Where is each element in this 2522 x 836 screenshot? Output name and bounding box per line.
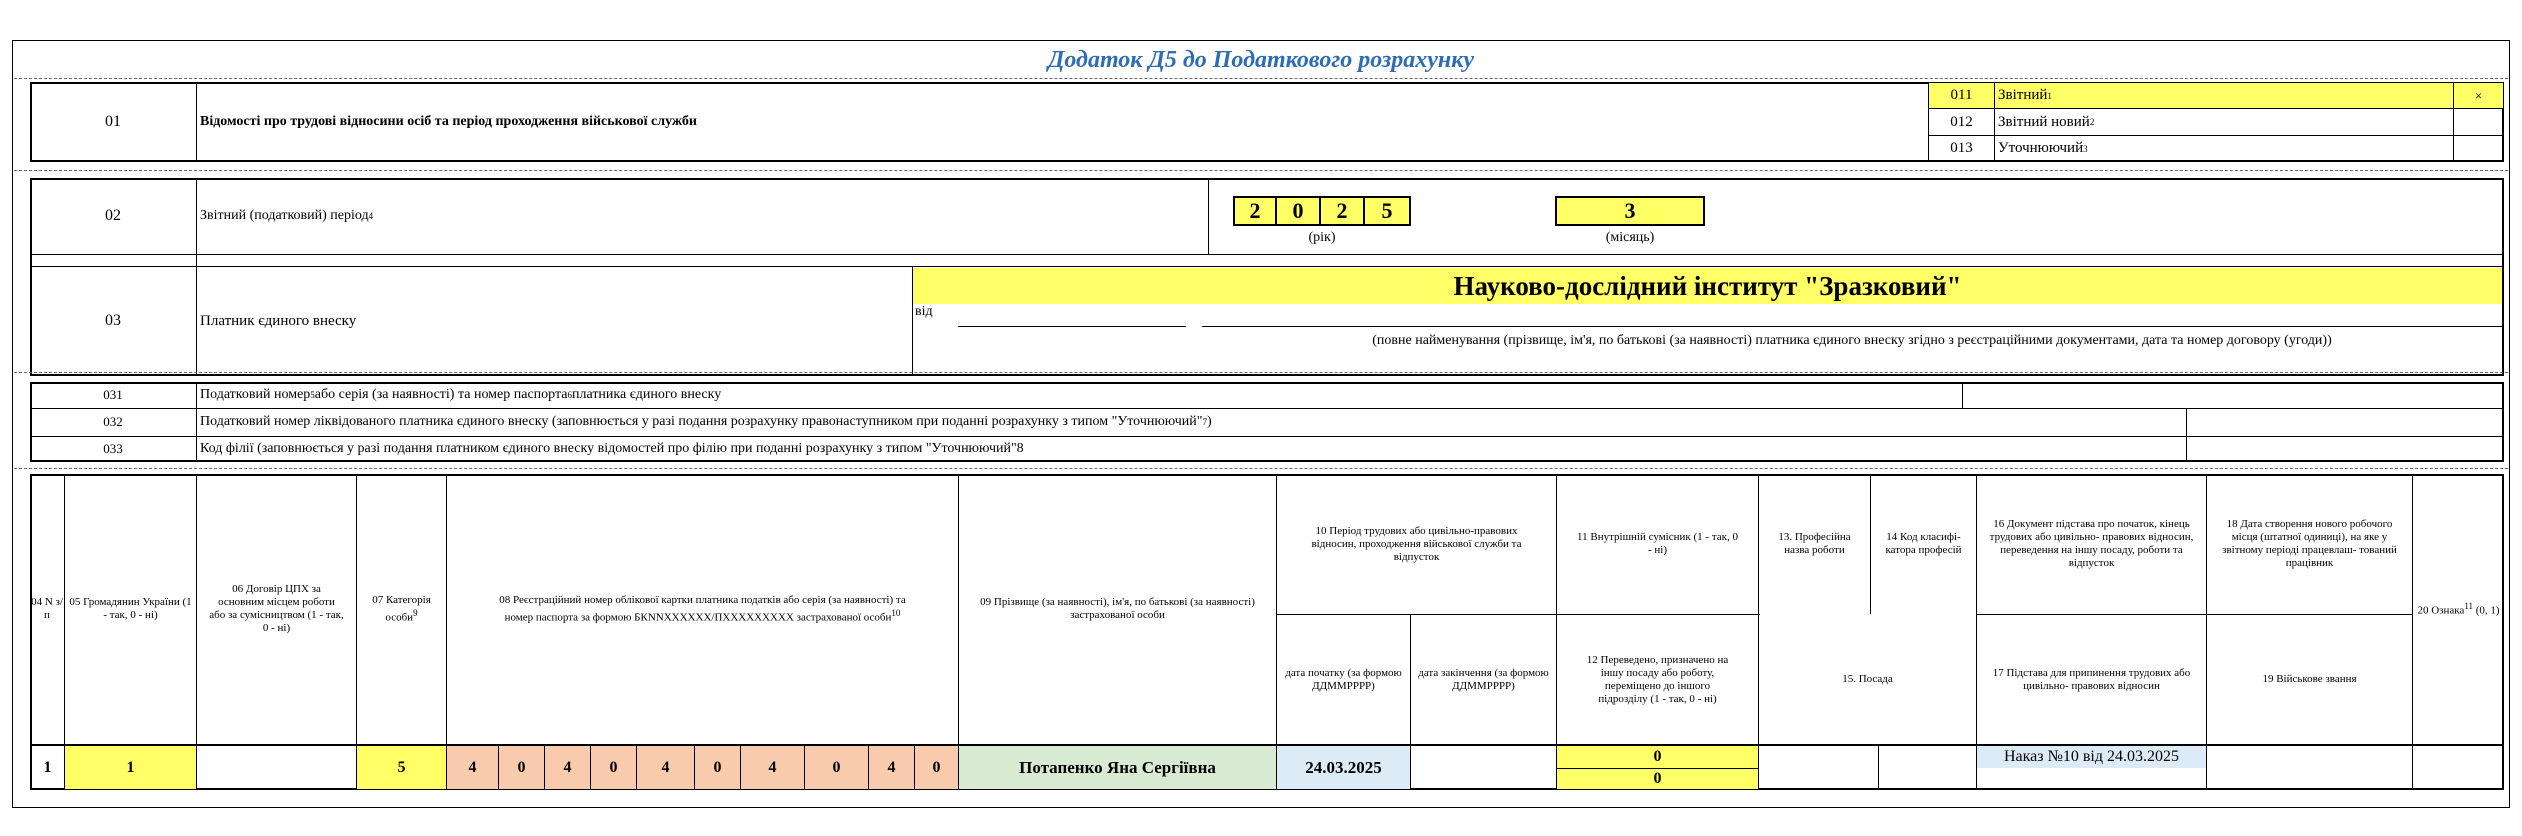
- col-20-header: 20 Ознака11 (0, 1): [2417, 601, 2500, 617]
- gph-cell[interactable]: [197, 746, 356, 789]
- sign-cell[interactable]: [2413, 746, 2503, 789]
- s033-code: 033: [103, 441, 123, 456]
- tax-digit[interactable]: 0: [915, 746, 958, 789]
- transferred-cell[interactable]: 0: [1557, 769, 1758, 789]
- tax-digit[interactable]: 0: [695, 746, 740, 789]
- col-10a-header: дата початку (за формою ДДММРРРР): [1285, 666, 1402, 692]
- col-04-header: 04 N з/п: [31, 596, 63, 621]
- new-workplace-cell[interactable]: [2207, 746, 2412, 789]
- year-field[interactable]: 2 0 2 5: [1233, 196, 1411, 226]
- tax-digit[interactable]: 0: [805, 746, 868, 789]
- col-08-header: 08 Реєстраційний номер облікової картки …: [499, 593, 906, 624]
- col-18-header: 18 Дата створення нового робочого місця …: [2222, 518, 2397, 569]
- s033-label: Код філії (заповнюється у разі подання п…: [200, 441, 1024, 456]
- tax-digit[interactable]: 4: [869, 746, 914, 789]
- type-011-mark[interactable]: ×: [2454, 83, 2503, 108]
- col-05-header: 05 Громадянин України (1 - так, 0 - ні): [69, 596, 192, 621]
- year-caption: (рік): [1308, 230, 1336, 245]
- s031-code: 031: [103, 387, 123, 402]
- classifier-cell[interactable]: [1879, 746, 1976, 789]
- s01-code: 01: [105, 113, 121, 130]
- col-07-header: 07 Категорія особи9: [372, 593, 431, 624]
- payer-from-label: від: [915, 304, 933, 319]
- col-17-header: 17 Підстава для припинення трудових або …: [1992, 666, 2191, 692]
- tax-digit[interactable]: 4: [447, 746, 498, 789]
- date-end-cell[interactable]: [1411, 746, 1556, 789]
- category-cell[interactable]: 5: [357, 746, 446, 789]
- section-031-033: [30, 382, 2504, 462]
- s02-code: 02: [105, 207, 121, 224]
- title-divider: [14, 78, 2508, 79]
- year-digit: 2: [1233, 196, 1277, 226]
- section-02-03: [30, 178, 2504, 376]
- date-start-cell[interactable]: 24.03.2025: [1277, 746, 1410, 789]
- col-09-header: 09 Прізвище (за наявності), ім'я, по бат…: [980, 596, 1255, 621]
- s03-label: Платник єдиного внеску: [200, 312, 357, 329]
- profession-cell[interactable]: [1759, 746, 1878, 789]
- year-digit: 0: [1277, 196, 1321, 226]
- col-15-header: 15. Посада: [1842, 673, 1893, 685]
- col-06-header: 06 Договір ЦПХ за основним місцем роботи…: [209, 583, 344, 634]
- document-cell[interactable]: Наказ №10 від 24.03.2025: [1977, 746, 2206, 768]
- type-011-code: 011: [1929, 83, 1994, 108]
- s01-label: Відомості про трудові відносини осіб та …: [200, 114, 697, 129]
- month-caption: (місяць): [1605, 230, 1655, 245]
- col-16-header: 16 Документ підстава про початок, кінець…: [1989, 518, 2194, 569]
- main-table: [30, 474, 2504, 790]
- tax-digit[interactable]: 4: [545, 746, 590, 789]
- col-14-header: 14 Код класифі-катора професій: [1885, 531, 1962, 556]
- col-10-header: 10 Період трудових або цивільно-правових…: [1311, 524, 1522, 563]
- tax-digit[interactable]: 0: [499, 746, 544, 789]
- col-12-header: 12 Переведено, призначено на іншу посаду…: [1586, 653, 1729, 705]
- tax-digit[interactable]: 4: [637, 746, 694, 789]
- tax-digit[interactable]: 0: [591, 746, 636, 789]
- col-11-header: 11 Внутрішній сумісник (1 - так, 0 - ні): [1577, 531, 1738, 556]
- payer-caption: (повне найменування (прізвище, ім'я, по …: [1372, 333, 2332, 348]
- month-field[interactable]: 3: [1555, 196, 1705, 226]
- full-name-cell[interactable]: Потапенко Яна Сергіївна: [959, 746, 1276, 789]
- year-digit: 5: [1365, 196, 1411, 226]
- type-013-code: 013: [1950, 140, 1973, 156]
- year-digit: 2: [1321, 196, 1365, 226]
- s032-code: 032: [103, 414, 123, 429]
- row-number: 1: [43, 758, 52, 776]
- form-title: Додаток Д5 до Податкового розрахунку: [1047, 46, 1475, 73]
- citizen-cell[interactable]: 1: [65, 746, 196, 789]
- type-012-code: 012: [1950, 113, 1973, 130]
- type-012-mark[interactable]: [2454, 109, 2503, 135]
- type-013-mark[interactable]: [2454, 136, 2503, 161]
- col-10b-header: дата закінчення (за формою ДДММРРРР): [1418, 666, 1549, 692]
- internal-cell[interactable]: 0: [1557, 746, 1758, 768]
- form-frame: [12, 40, 2510, 808]
- s032-label: Податковий номер ліквідованого платника …: [200, 414, 1212, 429]
- col-19-header: 19 Військове звання: [2262, 673, 2357, 685]
- section-01: [30, 82, 2504, 162]
- payer-name[interactable]: Науково-дослідний інститут "Зразковий": [913, 268, 2502, 304]
- s03-code: 03: [105, 312, 121, 329]
- col-13-header: 13. Професійна назва роботи: [1778, 531, 1851, 556]
- tax-digit[interactable]: 4: [741, 746, 804, 789]
